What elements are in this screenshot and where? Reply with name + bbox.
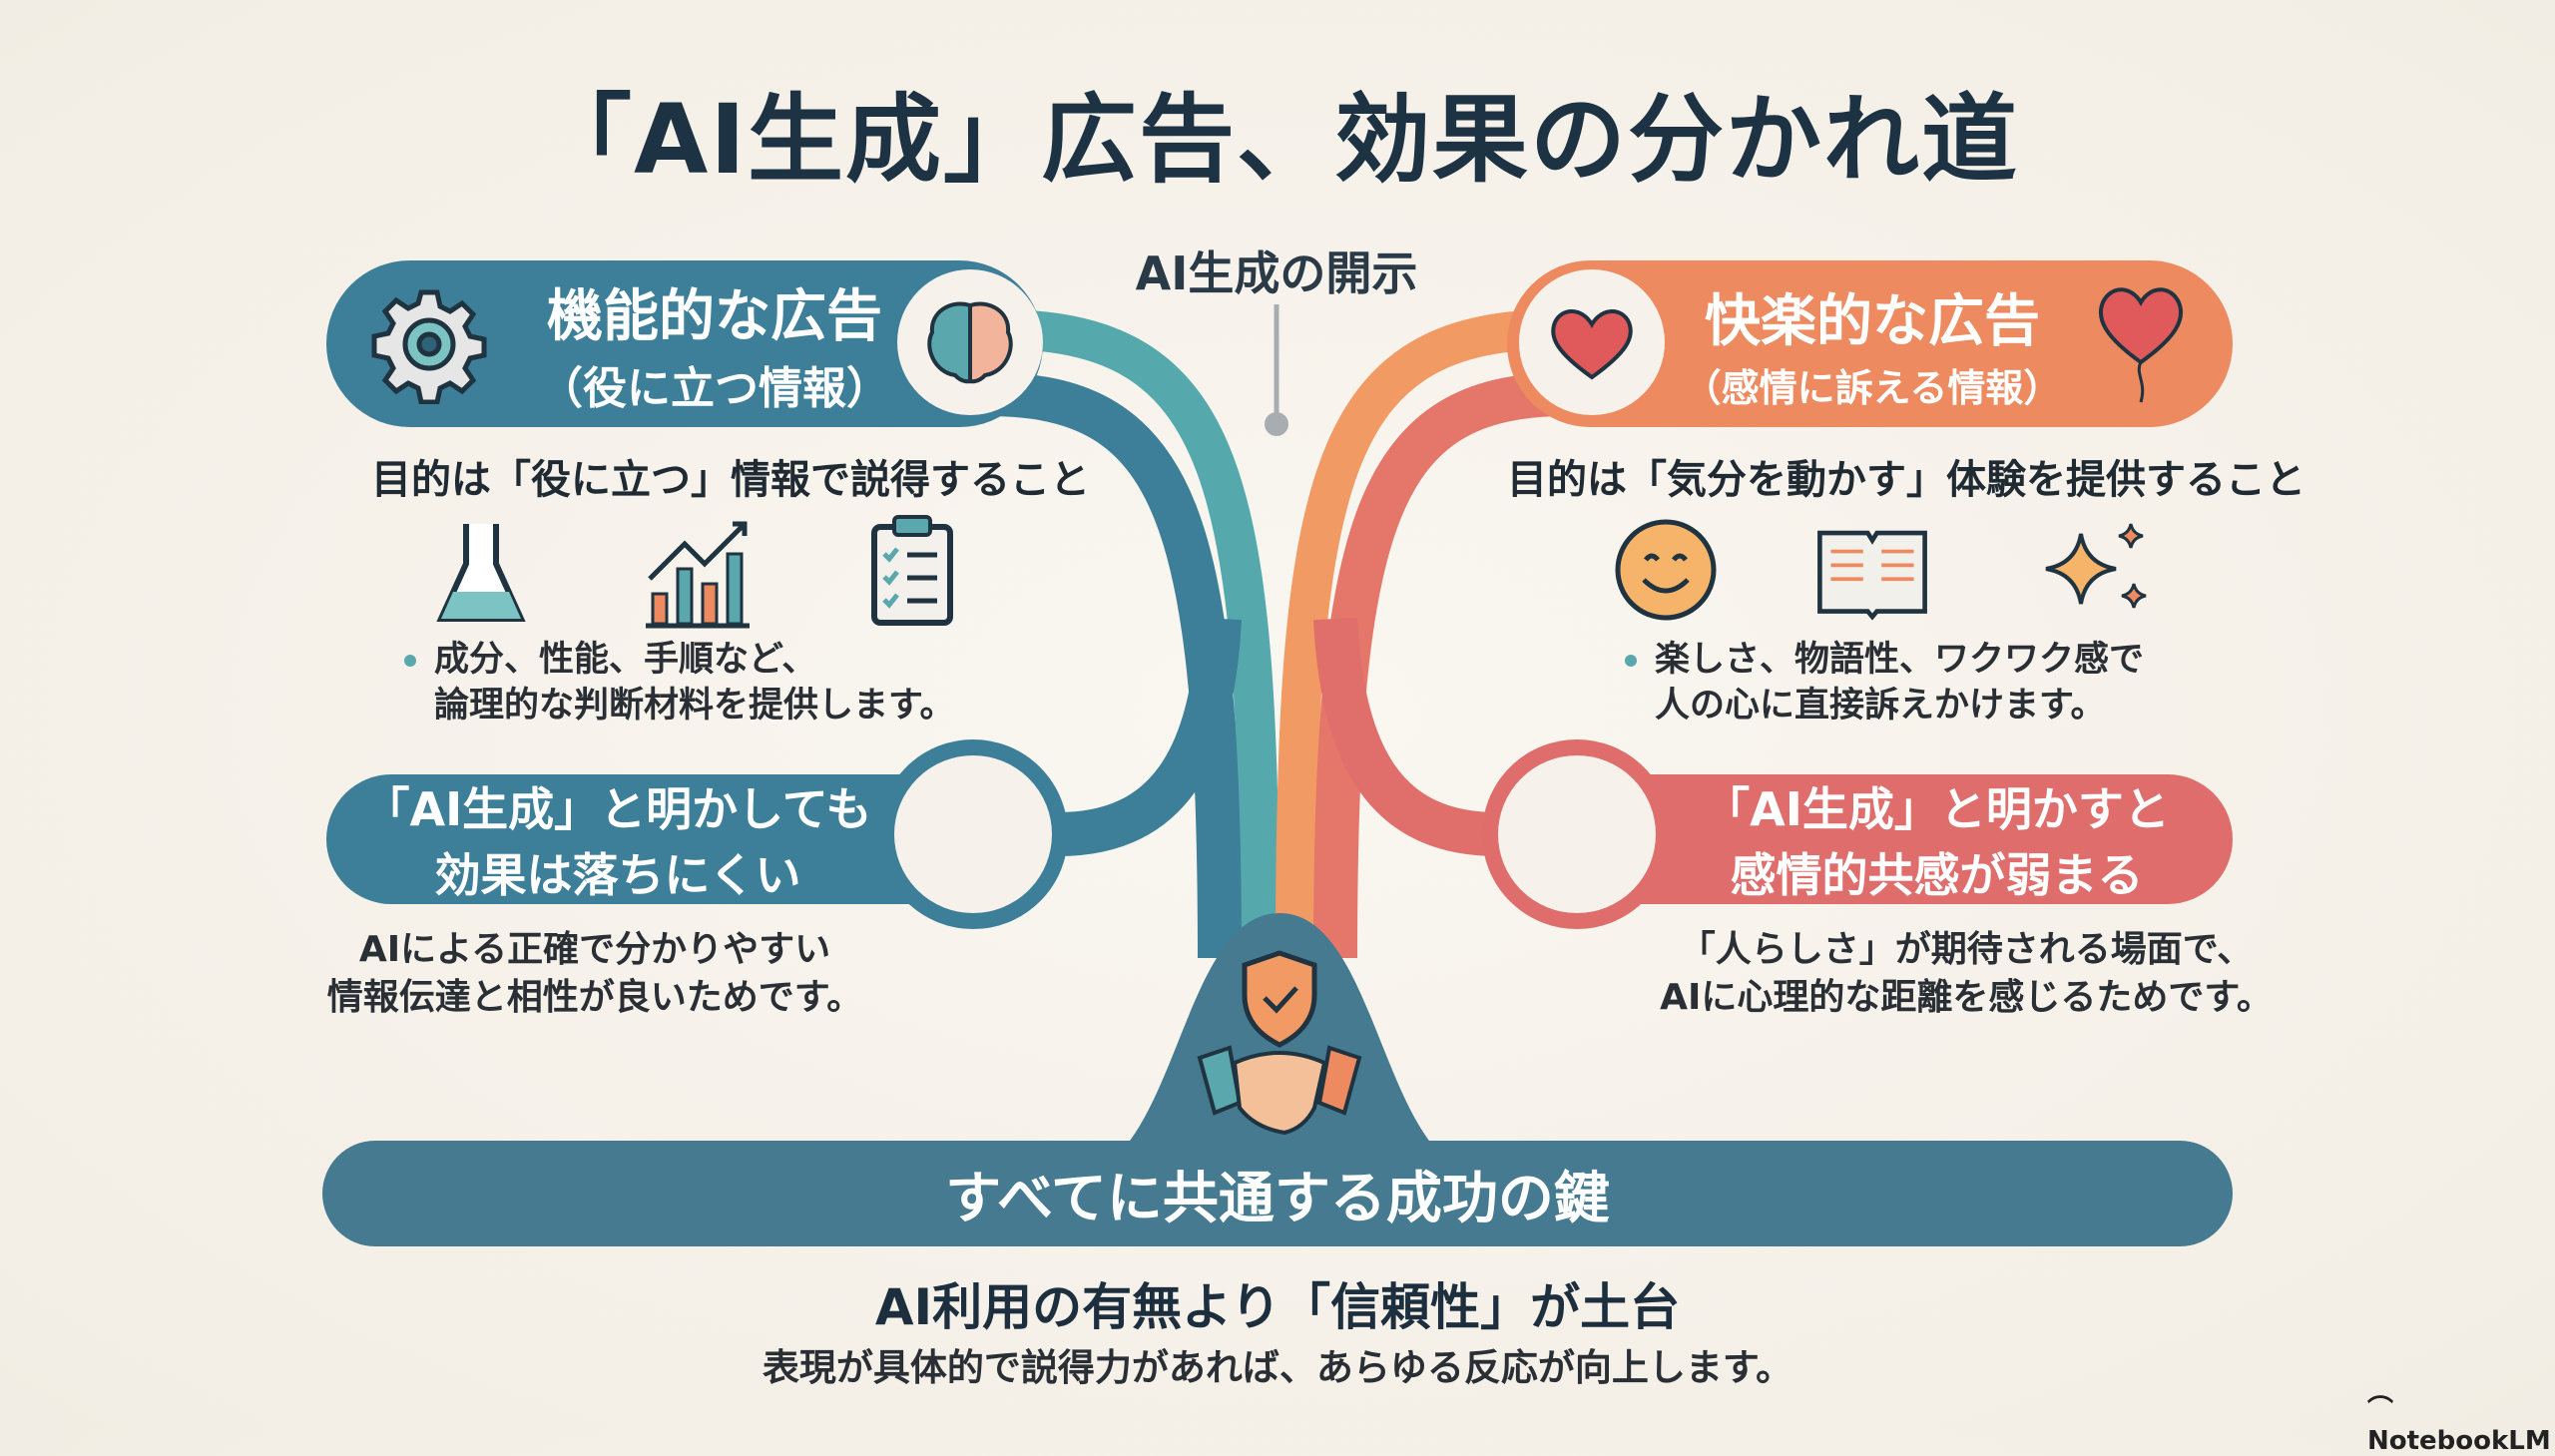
checklist-icon bbox=[871, 515, 953, 626]
open-book-icon bbox=[1817, 530, 1927, 621]
brain-icon bbox=[897, 269, 1043, 415]
connector-ring bbox=[878, 739, 1068, 929]
bullet-line: 成分、性能、手順など、 bbox=[434, 640, 817, 680]
bar-chart-growth-icon bbox=[646, 521, 750, 629]
hedonic-bullet: 楽しさ、物語性、ワクワク感で人の心に直接訴えかけます。 bbox=[1625, 637, 2144, 728]
flask-icon bbox=[436, 524, 526, 622]
key-description: 表現が具体的で説得力があれば、あらゆる反応が向上します。 bbox=[762, 1346, 1793, 1389]
page-title: 「AI生成」広告、効果の分かれ道 bbox=[535, 84, 2019, 196]
smiley-icon bbox=[1615, 519, 1717, 621]
disclosure-label: AI生成の開示 bbox=[1135, 246, 1418, 300]
reason-line: AIによる正確で分かりやすい bbox=[358, 929, 831, 970]
hedonic-purpose: 目的は「気分を動かす」体験を提供すること bbox=[1507, 457, 2305, 503]
bullet-dot bbox=[404, 655, 416, 667]
result-line: 効果は落ちにくい bbox=[434, 848, 801, 902]
heart-balloon-icon bbox=[2098, 287, 2184, 403]
functional-reason: AIによる正確で分かりやすい情報伝達と相性が良いためです。 bbox=[295, 926, 894, 1022]
sparkle-icon bbox=[2045, 523, 2147, 609]
hedonic-title: 快楽的な広告 bbox=[1705, 288, 2040, 354]
brand-label: NotebookLM bbox=[2367, 1426, 2551, 1456]
gear-icon bbox=[371, 289, 487, 404]
functional-title: 機能的な広告 bbox=[547, 284, 882, 349]
bullet-dot bbox=[1625, 655, 1637, 667]
bullet-line: 人の心に直接訴えかけます。 bbox=[1655, 686, 2106, 726]
reason-line: AIに心理的な距離を感じるためです。 bbox=[1660, 977, 2273, 1018]
connector-ring bbox=[1482, 739, 1672, 929]
result-line: 「AI生成」と明かすと bbox=[1704, 782, 2170, 836]
functional-subtitle: （役に立つ情報） bbox=[539, 363, 890, 414]
common-key-banner: すべてに共通する成功の鍵 bbox=[322, 1141, 2233, 1246]
bullet-line: 論理的な判断材料を提供します。 bbox=[434, 686, 955, 726]
hedonic-reason: 「人らしさ」が期待される場面で、 AIに心理的な距離を感じるためです。 bbox=[1647, 926, 2286, 1022]
notebooklm-watermark: ⌒ NotebookLM bbox=[2367, 1389, 2555, 1456]
reason-line: 「人らしさ」が期待される場面で、 bbox=[1679, 929, 2254, 970]
heart-icon bbox=[1519, 269, 1665, 415]
functional-purpose: 目的は「役に立つ」情報で説得すること bbox=[371, 457, 1090, 503]
notebooklm-logo-icon: ⌒ bbox=[2367, 1395, 2394, 1425]
result-line: 「AI生成」と明かしても bbox=[363, 782, 872, 836]
key-statement: AI利用の有無より「信頼性」が土台 bbox=[874, 1278, 1681, 1336]
functional-bullet: 成分、性能、手順など、論理的な判断材料を提供します。 bbox=[404, 637, 955, 728]
reason-line: 情報伝達と相性が良いためです。 bbox=[326, 977, 863, 1018]
bullet-line: 楽しさ、物語性、ワクワク感で bbox=[1655, 640, 2145, 680]
hedonic-subtitle: （感情に訴える情報） bbox=[1683, 365, 2062, 410]
shield-handshake-icon bbox=[1197, 950, 1362, 1136]
result-line: 感情的共感が弱まる bbox=[1730, 848, 2144, 902]
